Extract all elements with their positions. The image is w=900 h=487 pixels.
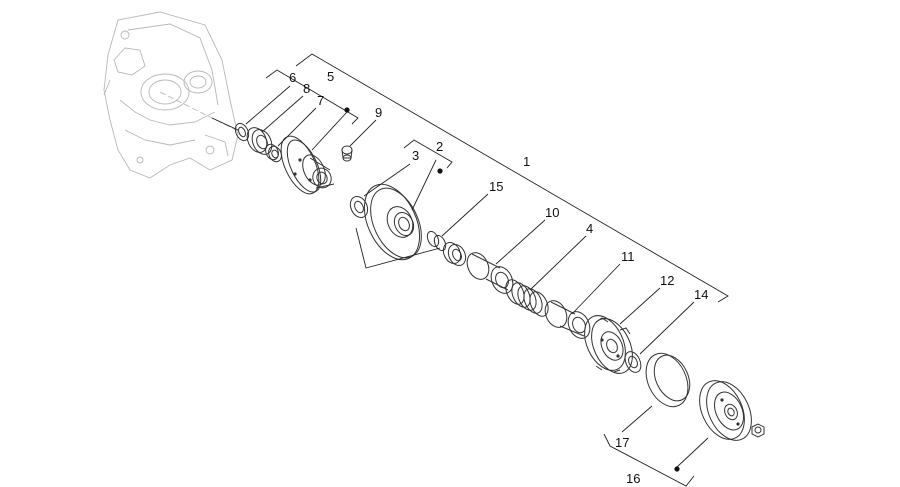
part-spacer-7 [265,143,282,163]
label-7: 7 [317,93,324,108]
group-dot-16 [674,466,680,472]
part-washer-3 [349,195,369,219]
label-14: 14 [694,287,708,302]
part-bushing-11 [544,300,591,339]
group-bracket-2 [403,139,453,169]
assembly-bracket-2 [355,227,441,269]
label-9: 9 [375,105,382,120]
engine-casing-outline [103,11,239,179]
part-clutch-12 [584,315,633,374]
label-6: 6 [289,70,296,85]
label-11: 11 [621,249,635,264]
label-4: 4 [586,221,593,236]
shaft-axis [159,91,241,133]
part-bearing-15b [442,241,467,267]
group-bracket-5 [265,69,359,125]
label-3: 3 [412,148,419,163]
group-dot-2 [437,168,443,174]
label-8: 8 [303,81,310,96]
part-washer-6 [234,122,250,142]
group-bracket-16 [603,433,695,487]
part-spring-4 [505,279,549,317]
label-10: 10 [545,205,559,220]
part-pin-9 [341,145,353,162]
label-17: 17 [615,435,629,450]
label-5: 5 [327,69,334,84]
label-12: 12 [660,273,674,288]
part-nut-16 [751,423,765,438]
part-pulley-half-2 [363,183,422,261]
part-pulley-half-5 [280,135,335,195]
label-1: 1 [523,154,530,169]
part-cover-17 [645,352,691,408]
part-washer-14 [624,351,642,373]
label-2: 2 [436,139,443,154]
part-sleeve-10 [466,252,514,294]
group-bracket-1 [295,53,729,303]
label-15: 15 [489,179,503,194]
part-clutch-bell-16 [699,380,752,441]
part-bearing-8 [246,127,273,155]
label-16: 16 [626,471,640,486]
leader-lines [245,85,709,468]
group-dot-5 [344,107,350,113]
